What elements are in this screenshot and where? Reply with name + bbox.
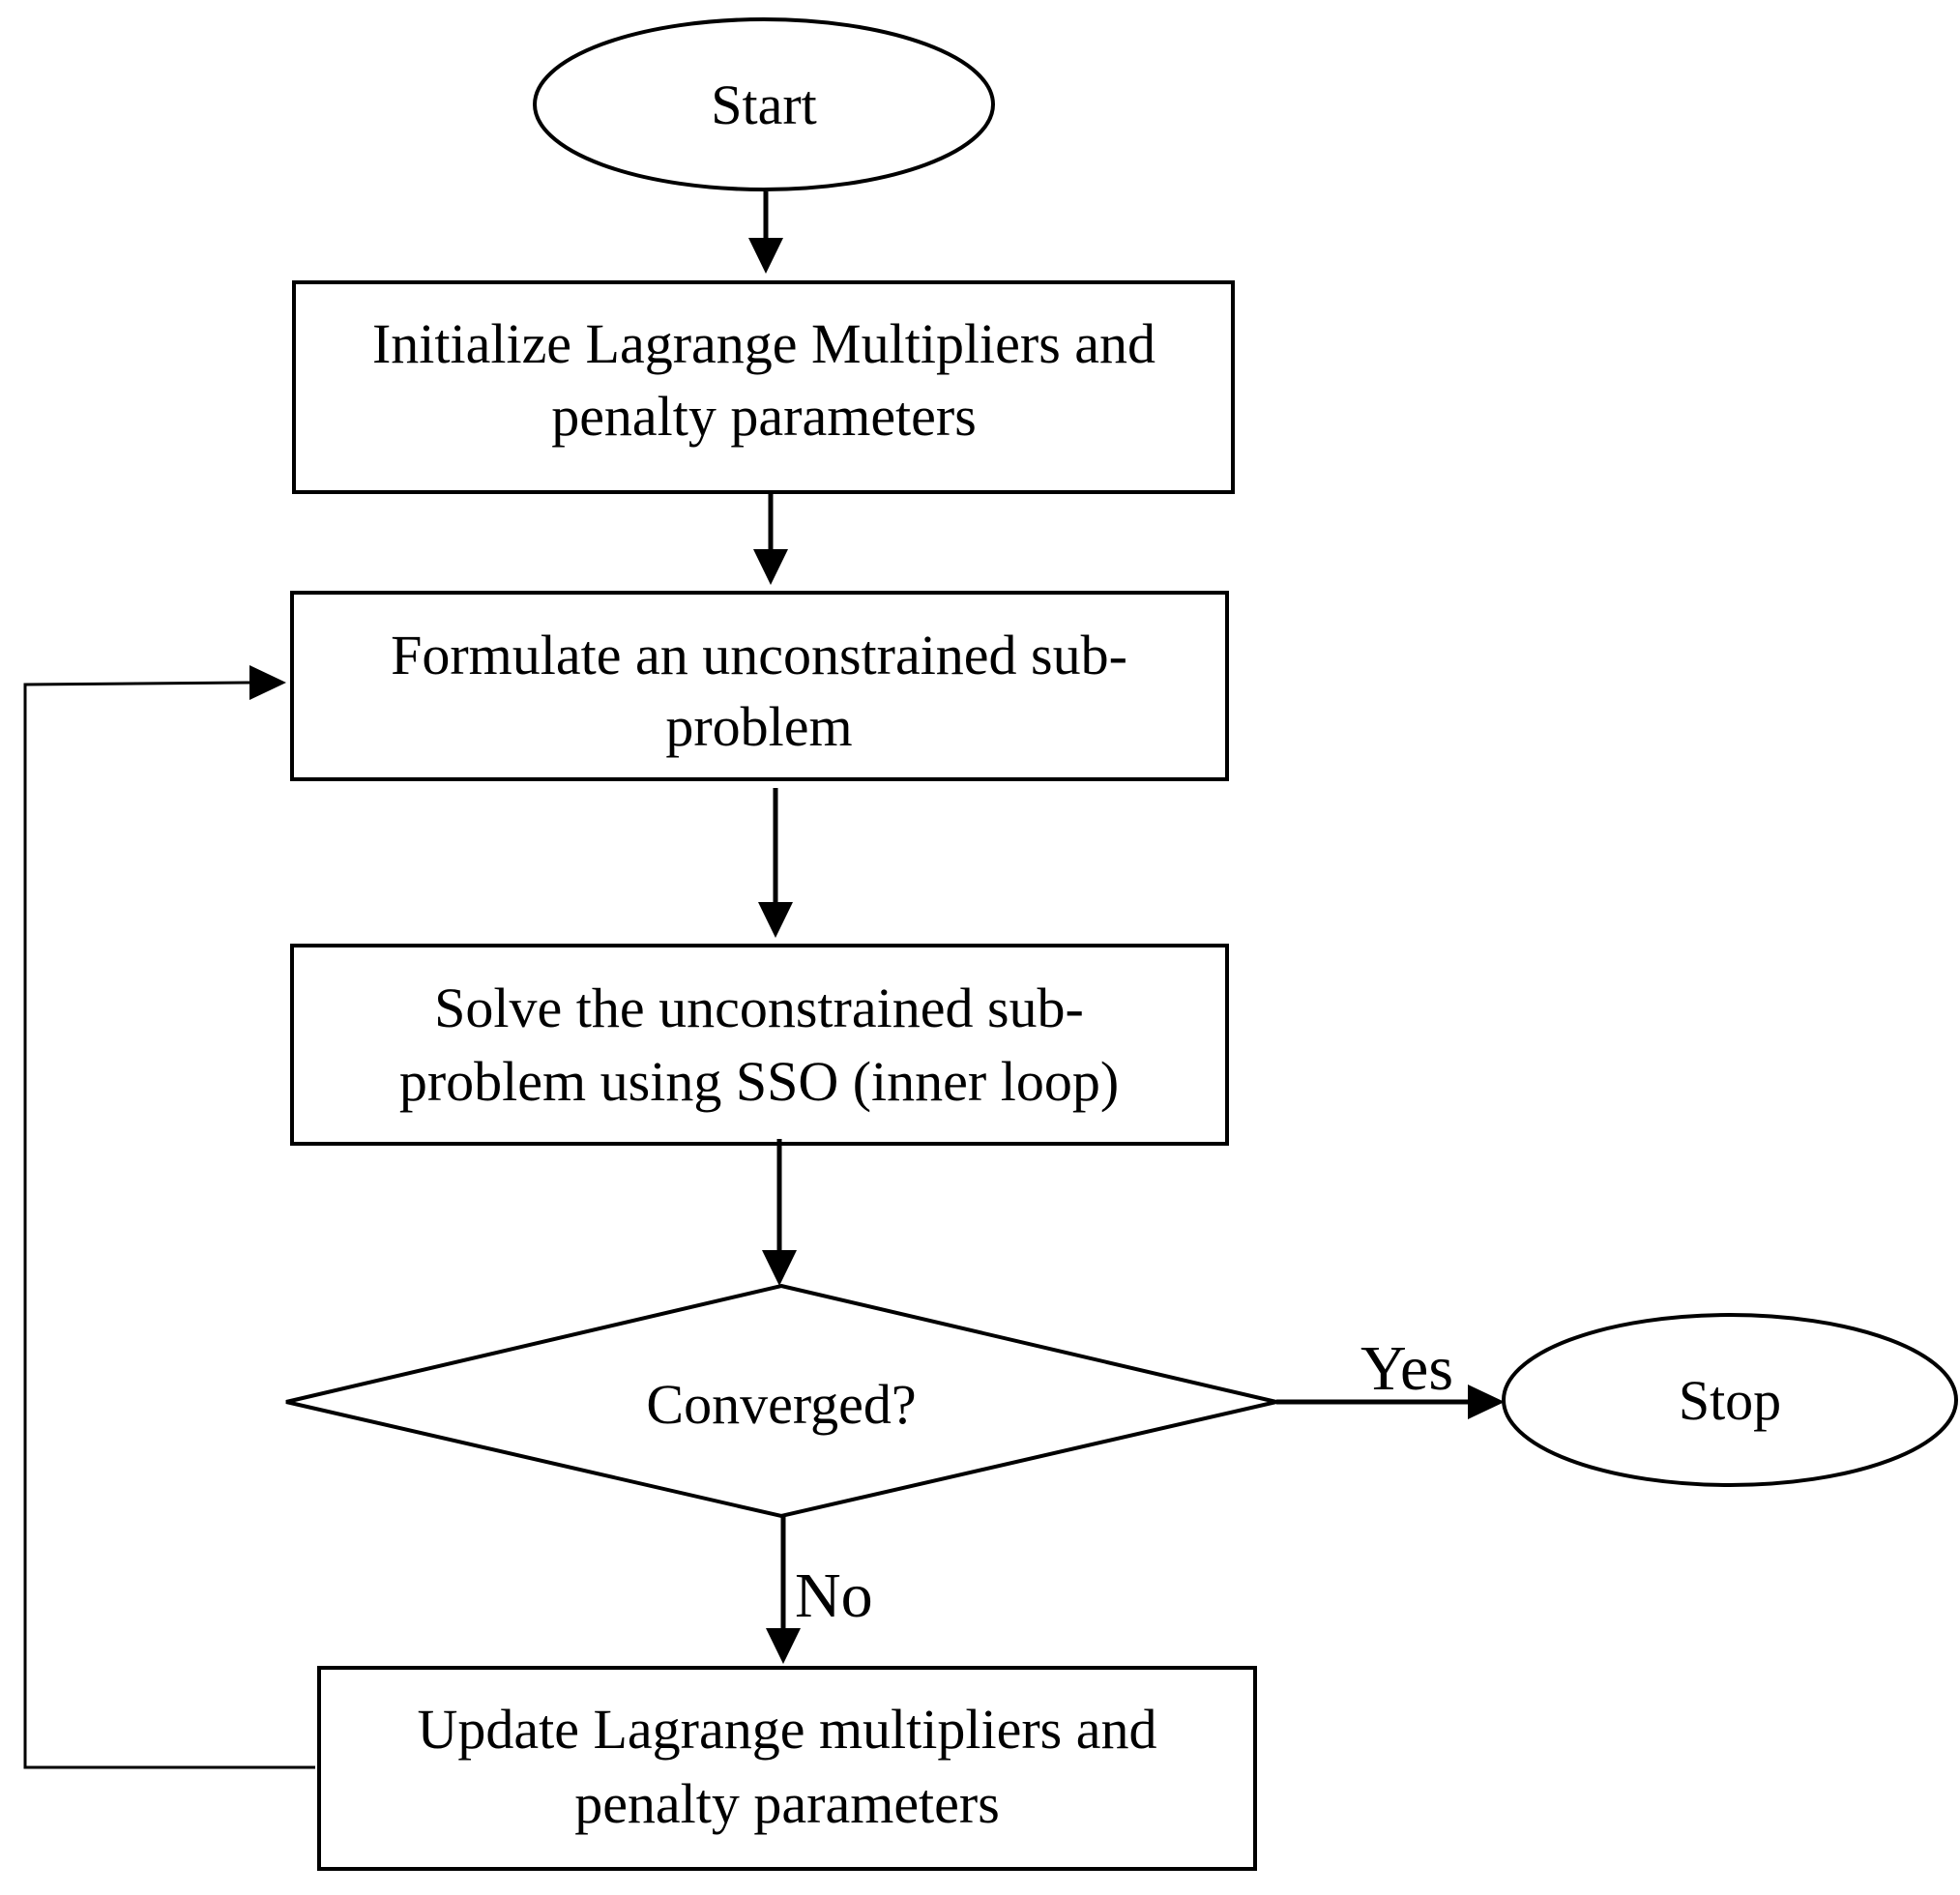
decision-node: Converged? <box>285 1283 1277 1519</box>
init-label-line2: penalty parameters <box>551 385 977 448</box>
formulate-label-line1: Formulate an unconstrained sub- <box>391 624 1127 686</box>
solve-label-line1: Solve the unconstrained sub- <box>434 977 1084 1039</box>
formulate-node: Formulate an unconstrained sub- problem <box>290 591 1229 781</box>
update-node: Update Lagrange multipliers and penalty … <box>317 1666 1257 1871</box>
yes-label: Yes <box>1360 1333 1453 1404</box>
stop-node: Stop <box>1502 1313 1958 1487</box>
edge-decision-stop: Yes <box>1276 1333 1505 1419</box>
start-label: Start <box>711 73 817 136</box>
edge-update-formulate-loop <box>23 665 315 1769</box>
update-label-line1: Update Lagrange multipliers and <box>417 1698 1156 1761</box>
start-node: Start <box>533 17 995 191</box>
decision-label: Converged? <box>646 1373 916 1436</box>
solve-node: Solve the unconstrained sub- problem usi… <box>290 944 1229 1146</box>
update-label-line2: penalty parameters <box>574 1772 1000 1835</box>
stop-label: Stop <box>1679 1369 1781 1432</box>
formulate-label-line2: problem <box>665 695 852 758</box>
edge-solve-decision <box>762 1139 797 1286</box>
init-label-line1: Initialize Lagrange Multipliers and <box>372 312 1156 375</box>
solve-label-line2: problem using SSO (inner loop) <box>399 1050 1119 1113</box>
no-label: No <box>795 1560 873 1631</box>
edge-start-init <box>748 191 783 274</box>
edge-formulate-solve <box>758 788 793 938</box>
init-node: Initialize Lagrange Multipliers and pena… <box>292 280 1235 494</box>
edge-init-formulate <box>753 493 788 585</box>
edge-decision-update: No <box>766 1516 873 1664</box>
